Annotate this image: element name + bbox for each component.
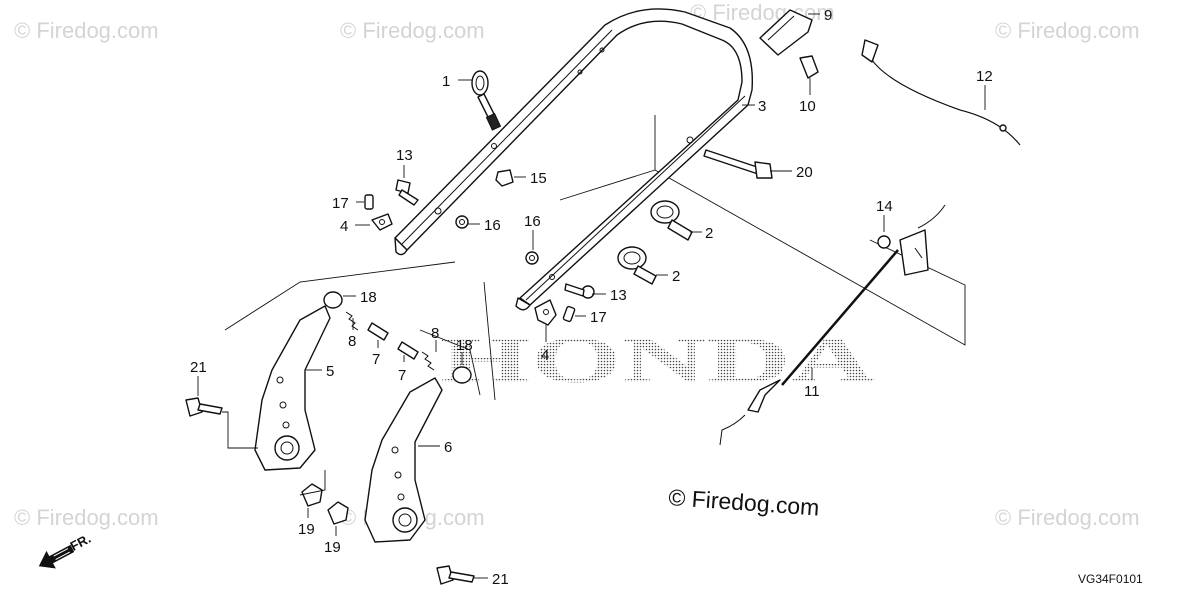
control-cable [719,204,946,446]
handle-bolt [395,179,419,206]
callout-label: 19 [298,521,315,538]
callout-label: 2 [705,225,713,242]
handle-bolt-long [703,149,773,179]
callout-label: 7 [398,367,406,384]
callout-label: 10 [799,98,816,115]
handle-bracket-right [364,377,443,543]
handle-bolt [564,283,595,299]
watermark: © Firedog.com [995,18,1140,43]
callout-label: 15 [530,170,547,187]
bracket-fasteners [185,397,475,585]
callout-label: 13 [610,287,627,304]
callout-label: 21 [492,571,509,588]
watermark: © Firedog.com [14,18,159,43]
callout-label: 5 [326,363,334,380]
handle-knob [617,200,693,285]
diagram-code: VG34F0101 [1078,572,1143,586]
callout-label: 20 [796,164,813,181]
callout-label: 16 [484,217,501,234]
callout-label: 17 [332,195,349,212]
watermark: © Firedog.com [995,505,1140,530]
watermark: © Firedog.com [340,18,485,43]
callout-labels: 1 2 2 3 4 4 5 6 7 7 8 8 9 10 11 12 13 13… [190,7,993,588]
callout-label: 8 [348,333,356,350]
callout-label: 16 [524,213,541,230]
callout-label: 18 [360,289,377,306]
throttle-cable [861,39,1021,146]
callout-label: 18 [456,337,473,354]
callout-label: 13 [396,147,413,164]
main-handle [394,8,754,311]
callout-label: 11 [804,383,820,400]
pin [364,194,576,323]
spring-pins [323,291,472,384]
watermark: © Firedog.com [14,505,159,530]
front-direction-arrow-icon [38,544,75,569]
callout-label: 7 [372,351,380,368]
callout-label: 8 [431,325,439,342]
callout-label: 17 [590,309,607,326]
callout-label: 21 [190,359,207,376]
callout-label: 19 [324,539,341,556]
copyright-text: © Firedog.com [668,484,821,520]
callout-label: 3 [758,98,766,115]
callout-label: 12 [976,68,993,85]
callout-label: 4 [541,347,549,364]
eye-bolt [471,70,502,131]
callout-label: 14 [876,198,893,215]
callout-label: 9 [824,7,832,24]
callout-label: 6 [444,439,452,456]
reference-planes [224,115,966,401]
nut [455,169,539,265]
callout-label: 4 [340,218,348,235]
callout-label: 1 [442,73,450,90]
cable-clip [759,9,819,79]
leader-lines [197,13,986,579]
callout-label: 2 [672,268,680,285]
handle-clip [371,213,557,326]
handle-bracket-left [254,305,331,471]
